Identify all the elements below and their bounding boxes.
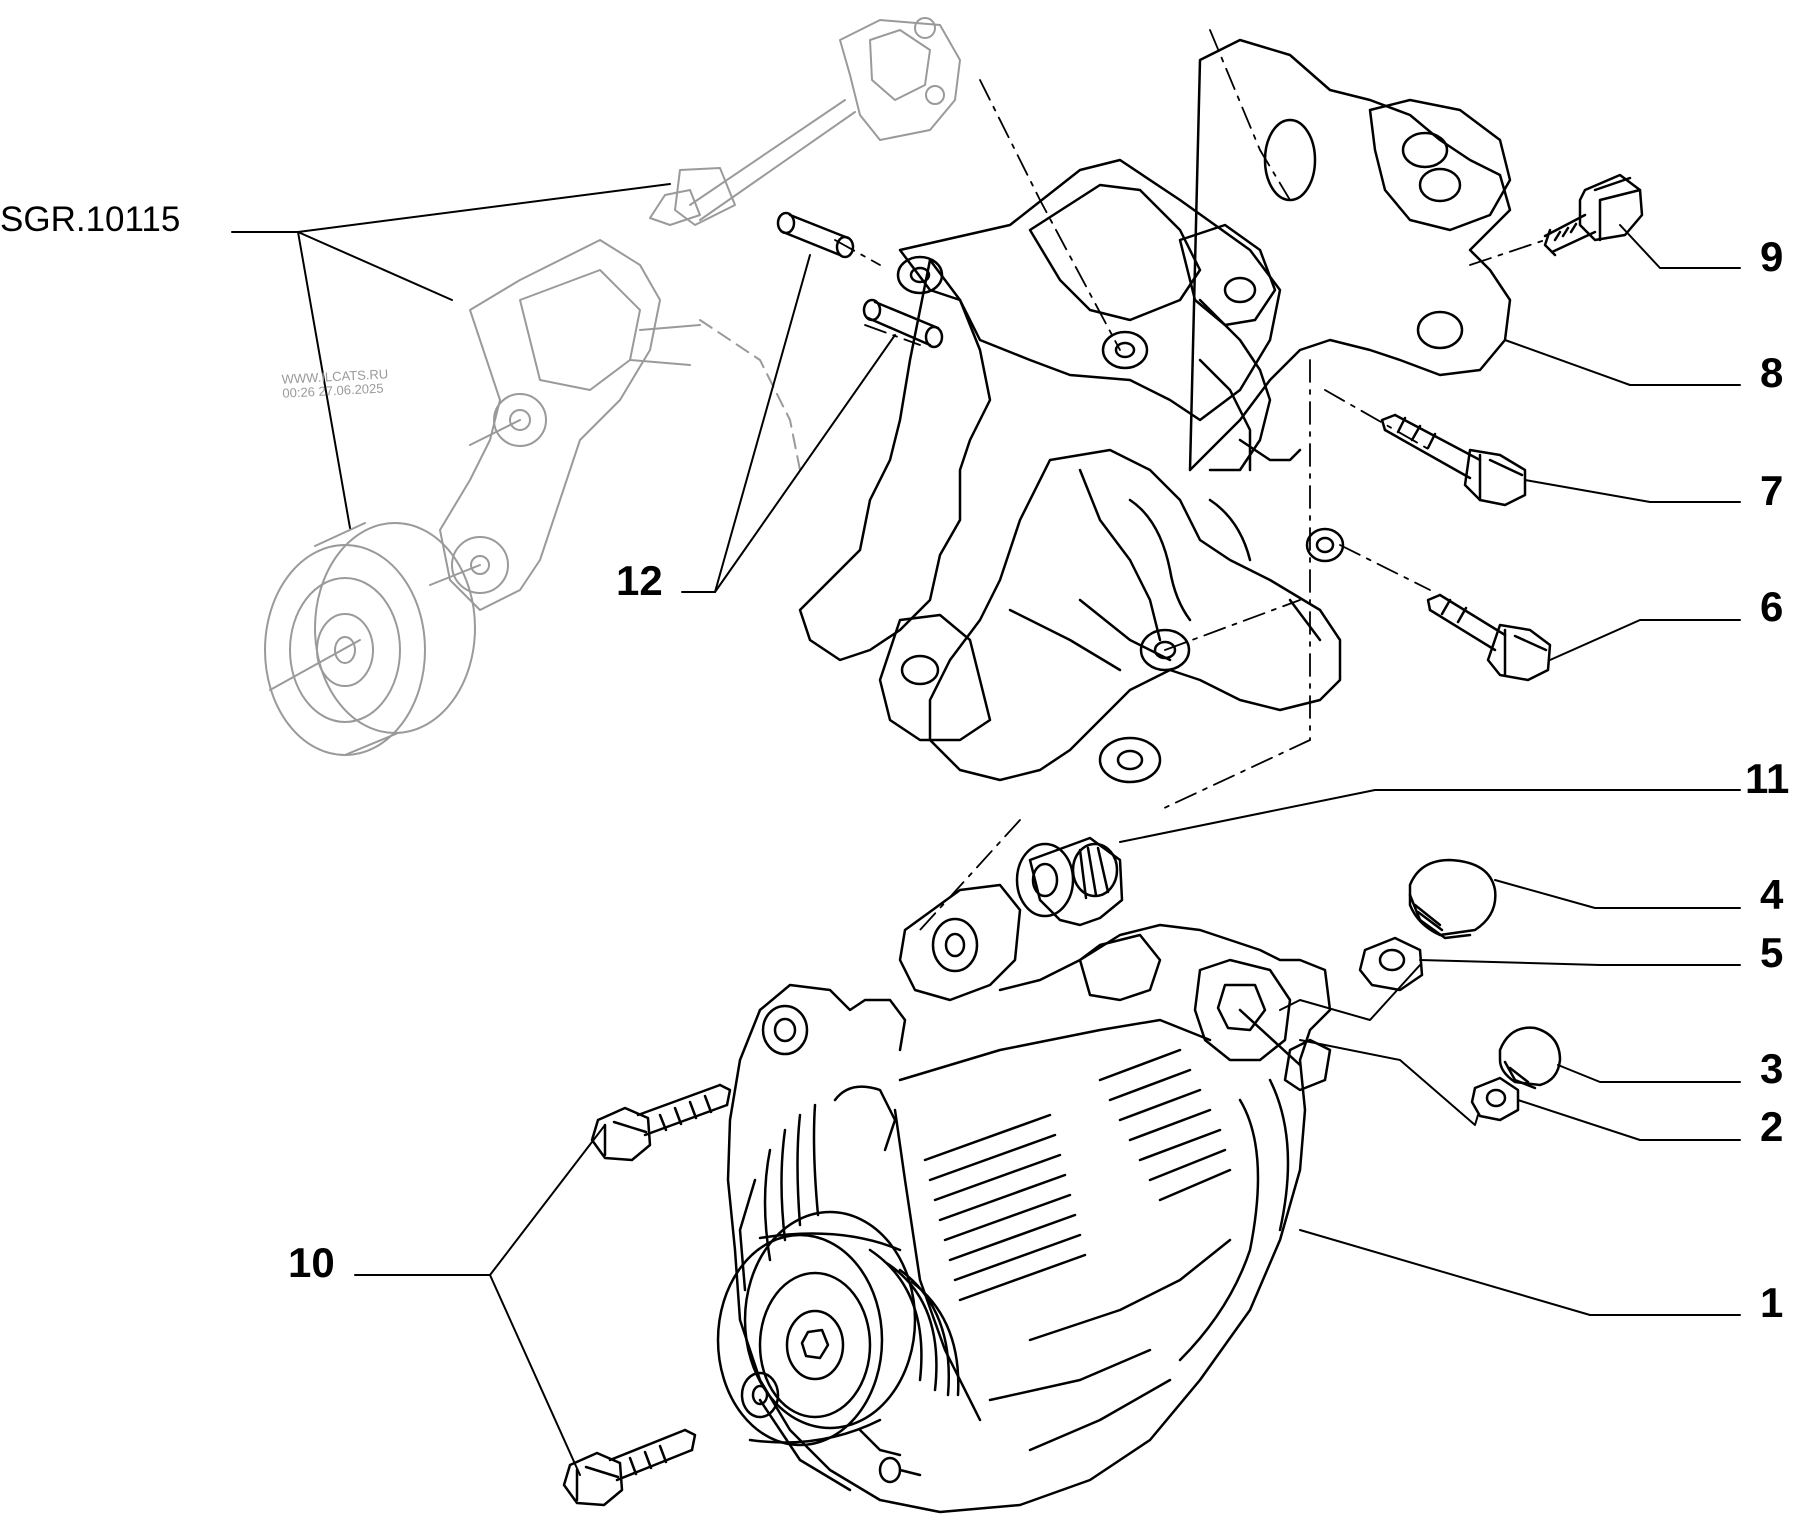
bolts-part-10 <box>562 1083 732 1507</box>
callout-9: 9 <box>1760 233 1784 280</box>
stud-part-9 <box>1543 173 1644 257</box>
sleeve-part-11 <box>1015 836 1124 927</box>
callout-leader-lines <box>354 224 1741 1476</box>
alternator-part-1 <box>716 883 1332 1514</box>
callout-3: 3 <box>1760 1045 1784 1092</box>
callout-5: 5 <box>1760 929 1784 976</box>
callout-10: 10 <box>288 1239 335 1286</box>
reference-leader-lines <box>231 183 671 529</box>
bolt-part-7 <box>1380 413 1527 507</box>
cap-part-4 <box>1408 858 1497 940</box>
callout-6: 6 <box>1760 583 1784 630</box>
nut-part-2 <box>1470 1076 1520 1122</box>
cap-part-3 <box>1498 1026 1562 1090</box>
callout-2: 2 <box>1760 1103 1784 1150</box>
callout-4: 4 <box>1760 871 1784 918</box>
reference-label-sgr: SGR.10115 <box>0 200 181 239</box>
callout-7: 7 <box>1760 467 1784 514</box>
dowel-pins <box>776 211 944 349</box>
watermark: WWW.ILCATS.RU 00:26 27.06.2025 <box>281 366 389 401</box>
reference-tensioner-assembly <box>264 17 961 756</box>
callout-11: 11 <box>1745 755 1790 802</box>
bolt-part-6 <box>1426 593 1552 682</box>
callout-1: 1 <box>1760 1279 1784 1326</box>
nut-part-5 <box>1358 936 1424 992</box>
callout-8: 8 <box>1760 349 1784 396</box>
alternator-support-bracket <box>798 38 1512 784</box>
assembly-axis-lines <box>834 29 1546 931</box>
callout-12: 12 <box>616 557 663 604</box>
